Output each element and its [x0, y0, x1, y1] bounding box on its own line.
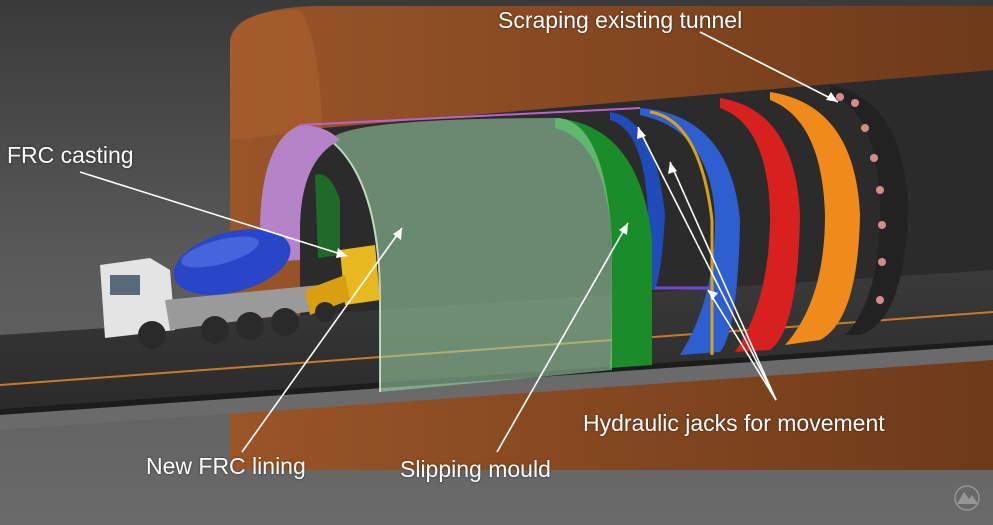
lining-rim-top	[299, 107, 641, 126]
callout-arrowheads	[336, 92, 838, 300]
arrowhead-jack-1	[637, 127, 646, 139]
label-slipping-mould: Slipping mould	[400, 456, 551, 482]
label-frc-casting: FRC casting	[7, 142, 134, 168]
truck-window	[110, 275, 140, 295]
arrowhead-new-frc	[393, 228, 402, 240]
callout-line-slipping	[496, 222, 629, 453]
lining-rim	[260, 125, 340, 262]
truck-chassis	[165, 285, 322, 330]
mixer-drum-highlight	[181, 236, 259, 268]
arrowhead-scraping	[826, 92, 838, 102]
callout-line-frc-casting	[79, 171, 348, 257]
red-ring	[720, 98, 800, 352]
orange-ring	[770, 92, 860, 345]
truck-wheels	[138, 308, 299, 349]
new-frc-lining	[330, 118, 612, 392]
label-hydraulic-jacks: Hydraulic jacks for movement	[583, 410, 885, 436]
mountain-logo-icon	[954, 485, 980, 511]
loader-wheel	[315, 302, 335, 322]
frc-casting-machine	[305, 245, 380, 322]
callout-lines	[79, 31, 839, 453]
road-base	[0, 345, 993, 430]
arrowhead-jack-3	[708, 290, 718, 300]
arrowhead-slipping	[619, 223, 628, 235]
callout-line-scraping	[699, 31, 839, 103]
jack-rod-upper	[649, 110, 714, 221]
frc-lining-edge	[329, 139, 381, 392]
callout-line-jack-2	[669, 161, 777, 401]
mixer-truck	[100, 229, 322, 349]
dark-green-inner	[315, 174, 340, 258]
callout-line-new-frc	[241, 227, 403, 453]
arrowhead-frc-casting	[336, 248, 347, 258]
cutter-bolts	[836, 93, 886, 304]
label-new-frc-lining: New FRC lining	[146, 453, 306, 479]
label-scraping-existing-tunnel: Scraping existing tunnel	[498, 7, 743, 33]
arrowhead-jack-2	[668, 162, 677, 174]
cutter-head	[830, 85, 908, 335]
callout-line-jack-1	[637, 126, 777, 401]
slipping-mould	[555, 118, 652, 368]
loader-body	[340, 245, 380, 305]
truck-cab	[100, 258, 175, 338]
loader-arm	[305, 275, 350, 315]
rock-front-face	[230, 10, 322, 140]
callout-line-jack-3	[707, 289, 777, 401]
